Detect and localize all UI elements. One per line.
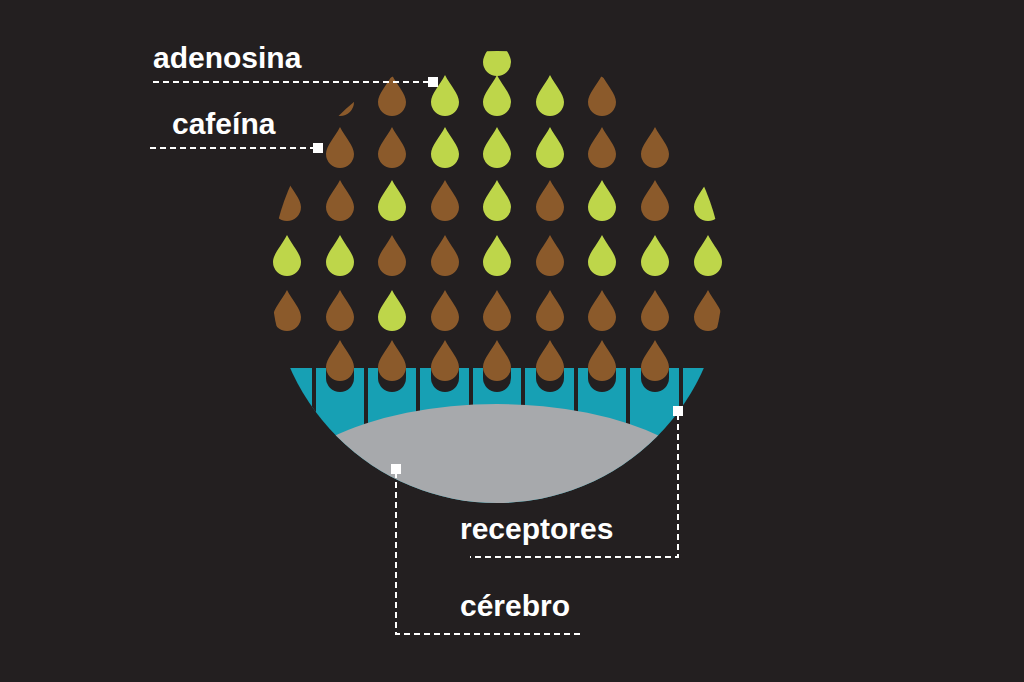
molecule-drop — [326, 180, 354, 221]
callout-label: adenosina — [149, 43, 305, 73]
leader-end — [673, 406, 683, 416]
callout-label: receptores — [456, 514, 617, 544]
molecule-drop — [536, 290, 564, 331]
molecule-drop — [641, 235, 669, 276]
molecule-drop — [431, 127, 459, 168]
molecule-drop — [273, 180, 301, 221]
molecule-drop — [483, 180, 511, 221]
molecule-drop — [273, 290, 301, 331]
bound-caffeine-drop — [378, 340, 406, 381]
molecule-drop — [378, 235, 406, 276]
receptor-divider — [312, 366, 316, 436]
callout-label: cérebro — [456, 591, 574, 621]
leader-end — [313, 143, 323, 153]
bound-caffeine-drop — [588, 340, 616, 381]
molecule-drop — [378, 127, 406, 168]
molecule-drop — [588, 75, 616, 116]
molecule-drops — [273, 35, 722, 331]
molecule-drop — [326, 235, 354, 276]
bound-caffeine — [326, 340, 669, 381]
bound-caffeine-drop — [536, 340, 564, 381]
molecule-drop — [694, 180, 722, 221]
leader-line — [150, 147, 315, 149]
molecule-drop — [273, 235, 301, 276]
molecule-drop — [378, 75, 406, 116]
molecule-drop — [641, 180, 669, 221]
molecule-drop — [536, 75, 564, 116]
molecule-drop — [694, 235, 722, 276]
leader-end — [428, 77, 438, 87]
bound-caffeine-drop — [641, 340, 669, 381]
molecule-drop — [378, 180, 406, 221]
molecule-drop — [588, 180, 616, 221]
leader-ends — [313, 77, 683, 474]
molecule-drop — [483, 290, 511, 331]
molecule-drop — [694, 127, 722, 168]
brain-surface — [261, 404, 733, 636]
leader-end — [391, 464, 401, 474]
molecule-drop — [431, 235, 459, 276]
molecule-drop — [483, 235, 511, 276]
molecule-drop — [326, 75, 354, 116]
bound-caffeine-drop — [431, 340, 459, 381]
receptor-divider — [679, 366, 683, 436]
molecule-drop — [588, 290, 616, 331]
molecule-drop — [536, 127, 564, 168]
molecule-drop — [588, 235, 616, 276]
leader-lines — [150, 82, 678, 634]
molecule-drop — [483, 35, 511, 76]
molecule-drop — [536, 180, 564, 221]
molecule-drop — [641, 290, 669, 331]
molecule-drop — [326, 290, 354, 331]
molecule-drop — [378, 290, 406, 331]
magnified-view — [260, 35, 740, 636]
molecule-drop — [588, 127, 616, 168]
molecule-drop — [431, 180, 459, 221]
molecule-drop — [483, 75, 511, 116]
bound-caffeine-drop — [483, 340, 511, 381]
molecule-drop — [641, 127, 669, 168]
bound-caffeine-drop — [326, 340, 354, 381]
leader-line — [153, 81, 430, 83]
molecule-drop — [431, 290, 459, 331]
molecule-drop — [326, 127, 354, 168]
molecule-drop — [483, 127, 511, 168]
molecule-drop — [694, 290, 722, 331]
molecule-drop — [536, 235, 564, 276]
callout-label: cafeína — [168, 109, 279, 139]
leader-line — [396, 472, 582, 634]
